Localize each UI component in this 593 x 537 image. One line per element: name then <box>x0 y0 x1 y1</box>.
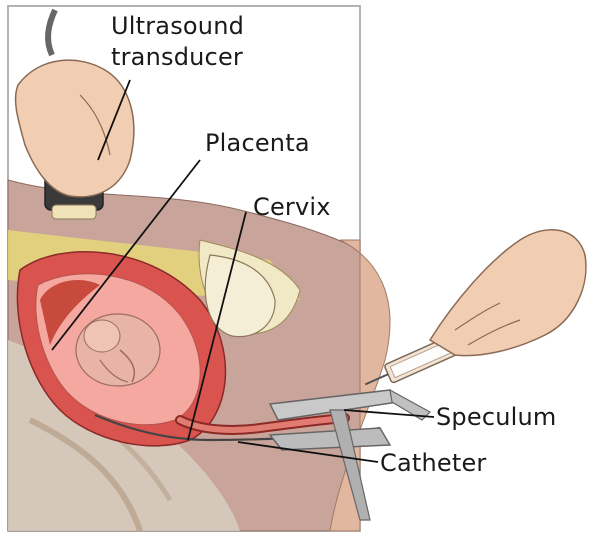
fetus <box>76 314 160 386</box>
label-ultrasound-line1: Ultrasound <box>111 12 244 40</box>
label-speculum: Speculum <box>436 403 557 431</box>
label-cervix: Cervix <box>253 193 331 221</box>
label-ultrasound-line2: transducer <box>111 43 243 71</box>
label-placenta: Placenta <box>205 129 310 157</box>
hand-right <box>430 230 586 356</box>
label-catheter: Catheter <box>380 449 487 477</box>
